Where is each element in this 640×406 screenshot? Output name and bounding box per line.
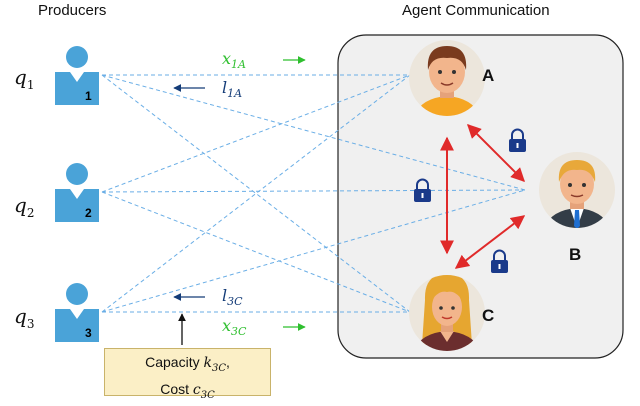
producer-3-quantity-label: q3 <box>14 304 35 331</box>
cost-line: Cost c3C <box>160 380 215 401</box>
producer-3-user-icon <box>55 283 99 342</box>
producer-3-number: 3 <box>85 326 92 340</box>
producer-2-number: 2 <box>85 206 92 220</box>
producer-2-quantity-label: q2 <box>14 193 35 220</box>
producer-1-quantity-label: q1 <box>14 65 35 92</box>
avatar-c <box>409 275 485 351</box>
agent-panel <box>337 34 624 359</box>
flow-label-x3c: x3C <box>222 316 247 339</box>
agent-communication-heading: Agent Communication <box>402 2 550 19</box>
producer-1-number: 1 <box>85 89 92 103</box>
agent-label-a: A <box>482 66 495 85</box>
producer-2-user-icon <box>55 163 99 222</box>
producers-heading: Producers <box>38 2 107 19</box>
flow-label-x1a: x1A <box>222 49 246 72</box>
agent-label-b: B <box>569 245 582 264</box>
secure-link-ab <box>467 124 525 182</box>
capacity-cost-box: Capacity k3C, Cost c3C <box>104 348 271 401</box>
lock-icon <box>509 128 526 152</box>
avatar-b <box>539 152 615 228</box>
lock-icon <box>414 178 431 202</box>
secure-link-bc <box>454 215 526 269</box>
producer-1-user-icon <box>55 46 99 105</box>
lock-icon <box>491 249 508 273</box>
flow-label-l3c: l3C <box>222 286 243 309</box>
capacity-line: Capacity k3C, <box>145 354 230 374</box>
dashed-links <box>101 74 526 313</box>
flow-label-l1a: l1A <box>222 78 243 101</box>
agent-label-c: C <box>482 306 495 325</box>
